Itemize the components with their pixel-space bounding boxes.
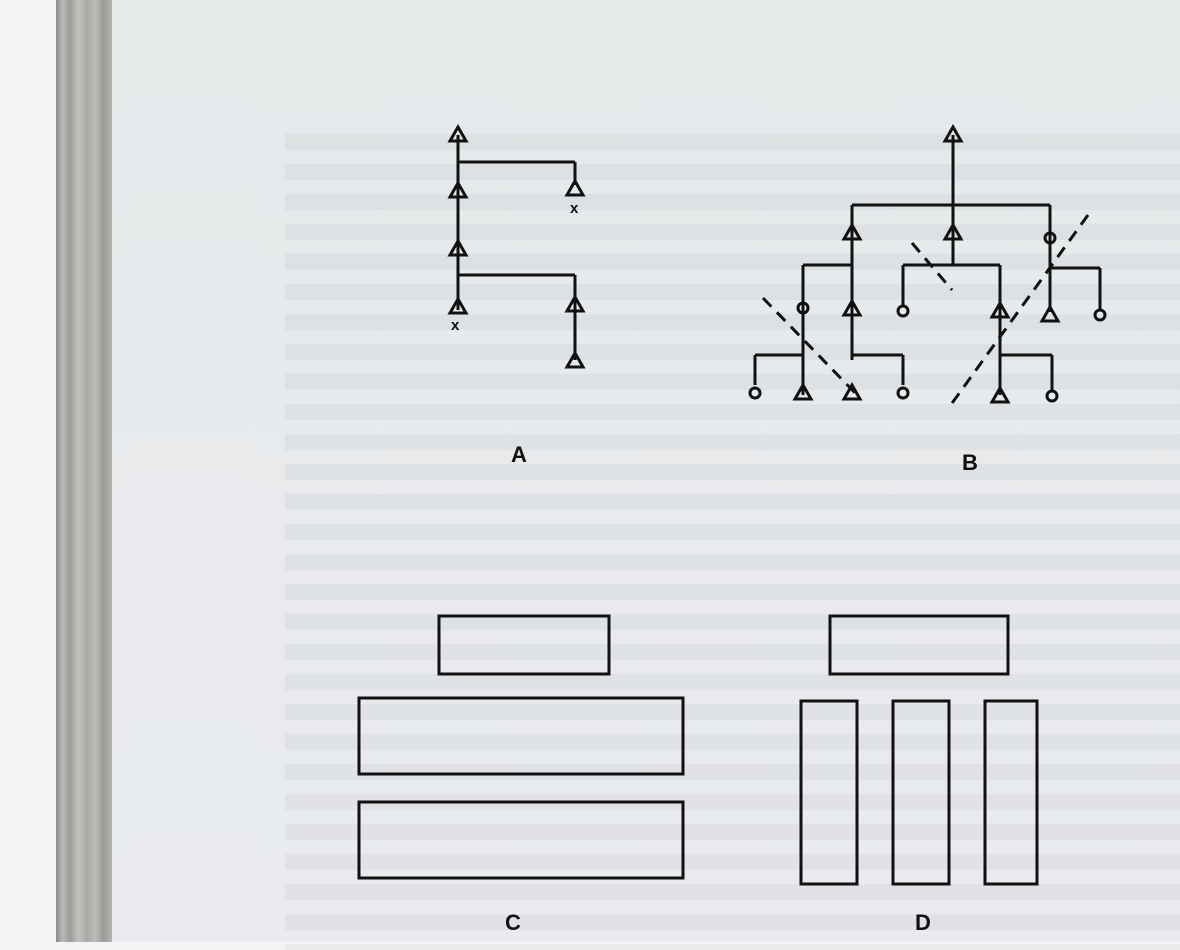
panel-d-label: D: [915, 910, 931, 935]
panel-b-diagram: [748, 125, 1107, 407]
panel-b-label: B: [962, 450, 978, 475]
panel-a-diagram: [448, 125, 585, 369]
book-page: [112, 0, 1180, 942]
bleed-through-text: [285, 120, 1180, 950]
screen-margin: [0, 0, 56, 942]
panel-d-diagram: [799, 614, 1039, 886]
panel-c-label: C: [505, 910, 521, 935]
panel-c-diagram: [357, 614, 685, 880]
mark-x-2: x: [451, 317, 460, 334]
book-page-edges: [56, 0, 112, 942]
mark-x-1: x: [570, 200, 579, 217]
panel-a-label: A: [511, 442, 527, 467]
